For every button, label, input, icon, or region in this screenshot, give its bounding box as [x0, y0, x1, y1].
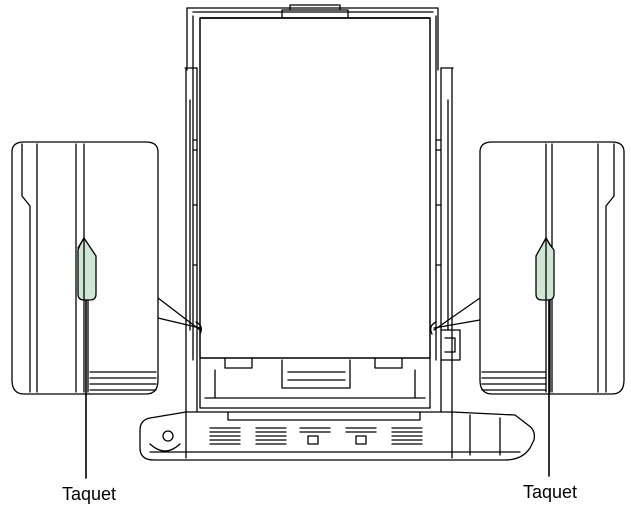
taquet-label-left: Taquet — [62, 484, 117, 504]
cassette-lower-section — [200, 330, 460, 408]
callout-connectors — [158, 298, 480, 334]
paper-stack — [200, 18, 430, 358]
right-taquet-tab — [536, 238, 554, 300]
label-leader-lines — [86, 300, 549, 478]
left-detail-inset — [12, 142, 158, 394]
cassette-body — [185, 5, 453, 412]
taquet-label-right: Taquet — [523, 482, 578, 502]
cassette-front-cover — [140, 412, 534, 460]
right-detail-inset — [480, 142, 624, 394]
left-taquet-tab — [78, 238, 96, 300]
